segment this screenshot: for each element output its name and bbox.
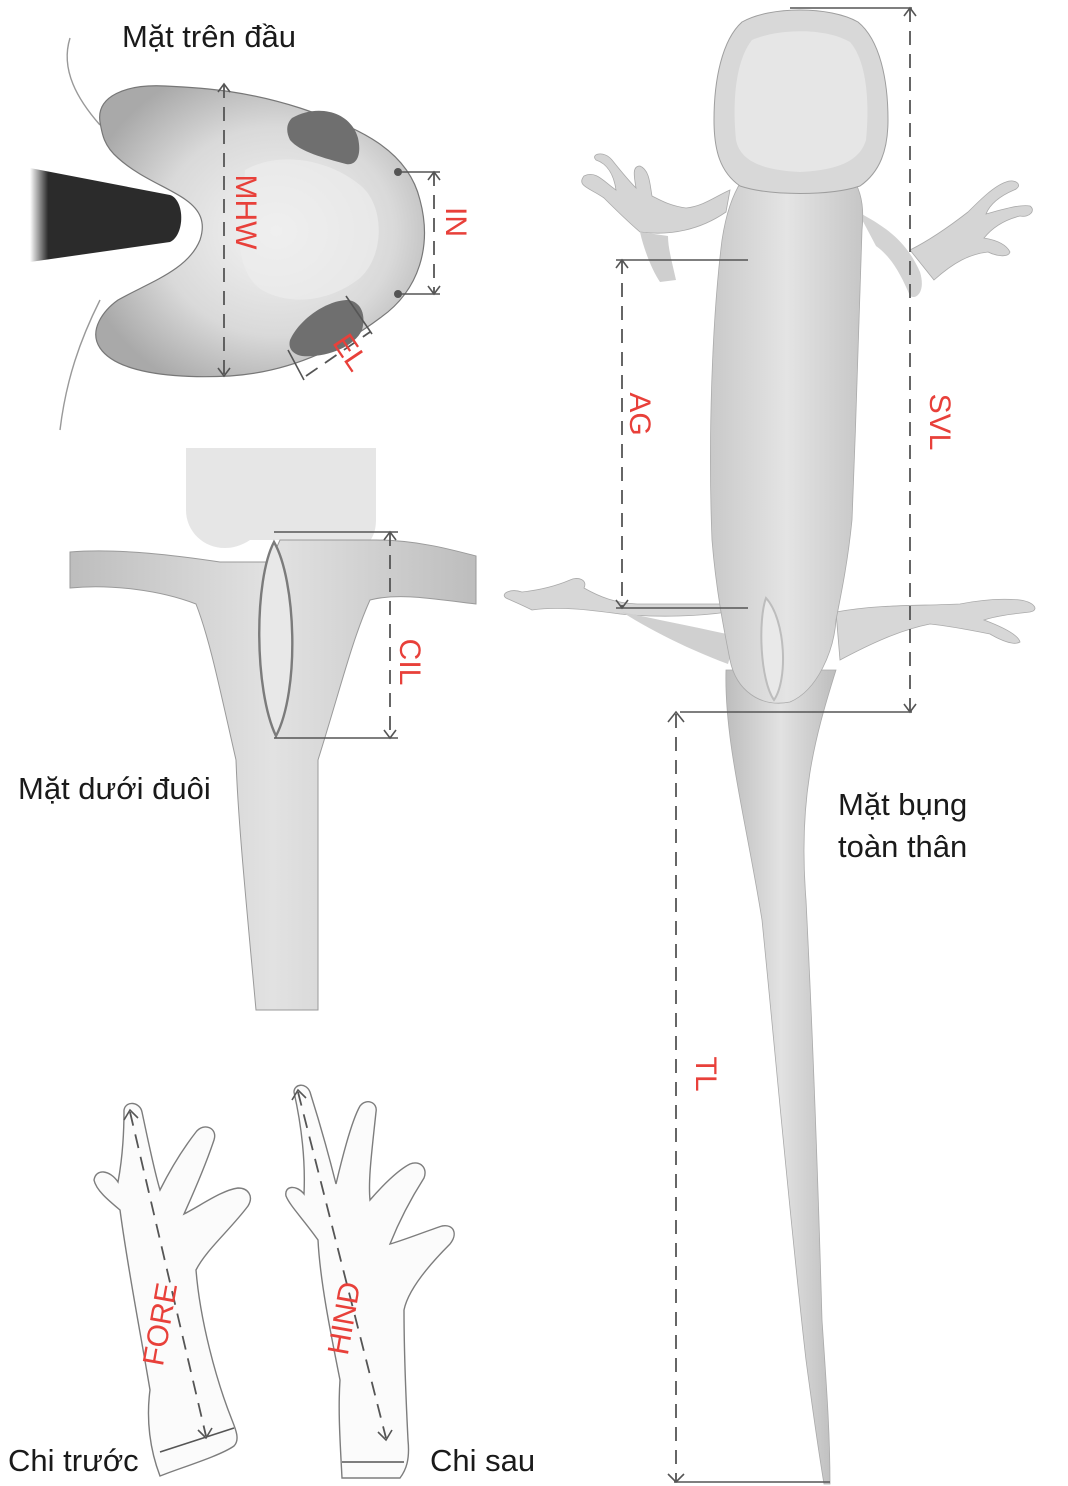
label-svl: SVL — [923, 394, 956, 451]
label-in: IN — [439, 207, 472, 237]
label-tl: TL — [689, 1056, 722, 1091]
caption-tail-ventral: Mặt dưới đuôi — [18, 770, 211, 808]
full-body-ventral-figure — [504, 8, 1035, 1484]
label-ag: AG — [623, 392, 656, 435]
caption-head-dorsal: Mặt trên đầu — [122, 18, 296, 56]
caption-ventral-line2: toàn thân — [838, 828, 967, 866]
hindlimb-figure — [286, 1085, 454, 1478]
caption-hindlimb: Chi sau — [430, 1442, 535, 1480]
tail-ventral-figure — [70, 448, 476, 1010]
label-cil: CIL — [393, 639, 426, 686]
caption-ventral-line1: Mặt bụng — [838, 786, 967, 824]
caption-forelimb: Chi trước — [8, 1442, 139, 1480]
label-mhw: MHW — [229, 175, 262, 251]
